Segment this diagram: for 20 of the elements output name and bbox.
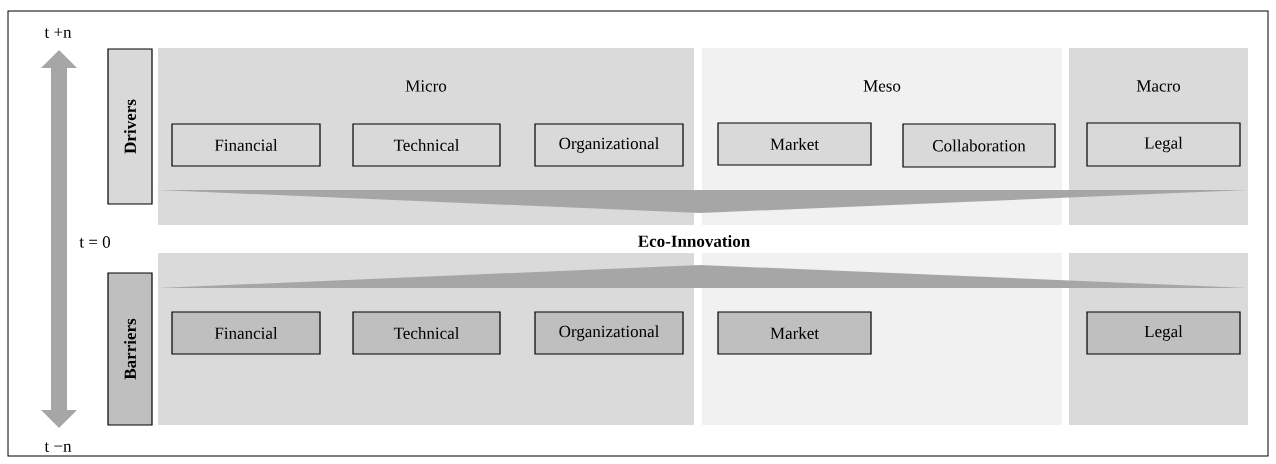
factor-box: Market [717, 122, 872, 166]
factor-box: Financial [171, 123, 321, 167]
axis-label: t +n [44, 28, 72, 38]
factor-box: Organizational [534, 123, 684, 167]
category-box: Drivers [107, 48, 153, 205]
category-box: Barriers [107, 272, 153, 426]
factor-box: Organizational [534, 311, 684, 355]
band-heading: Meso [863, 80, 901, 92]
axis-label: Eco-Innovation [638, 235, 750, 247]
band-heading: Micro [405, 80, 447, 92]
factor-box: Technical [352, 311, 501, 355]
band-heading: Macro [1136, 80, 1181, 92]
factor-box: Technical [352, 123, 501, 167]
axis-label: t = 0 [79, 236, 110, 248]
factor-box: Financial [171, 311, 321, 355]
factor-box: Legal [1086, 122, 1241, 167]
factor-box: Legal [1086, 311, 1241, 355]
factor-box: Collaboration [902, 123, 1056, 168]
factor-box: Market [717, 311, 872, 355]
axis-label: t −n [44, 442, 72, 452]
